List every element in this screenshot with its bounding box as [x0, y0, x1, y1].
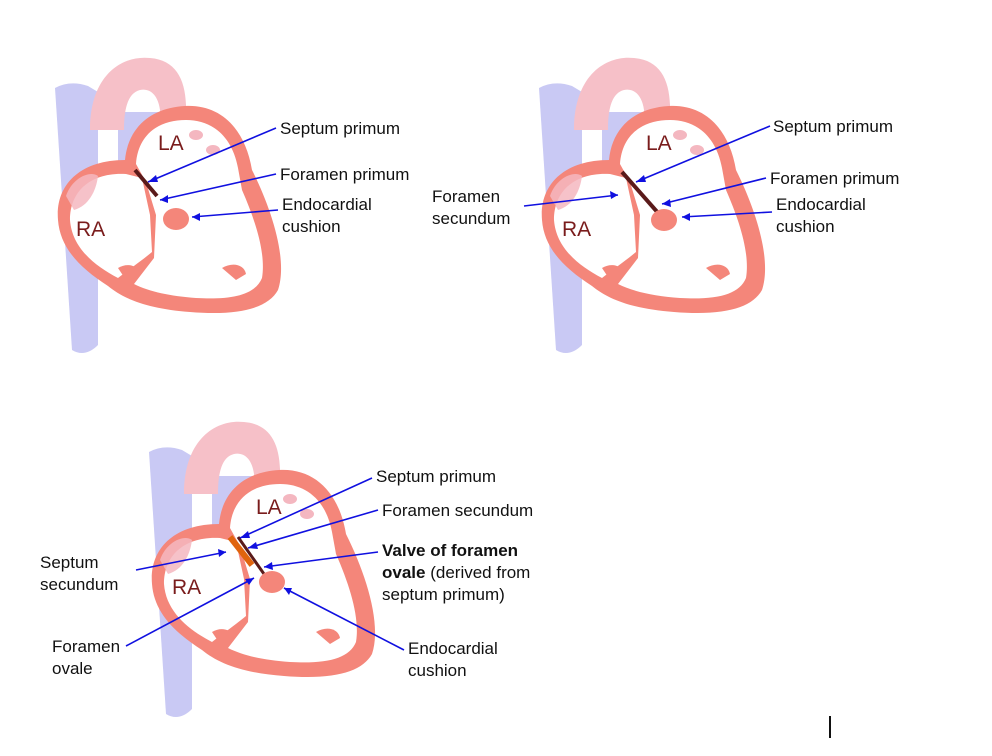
label-valve-3b-bold: ovale	[382, 563, 425, 582]
la-label-3: LA	[256, 496, 282, 519]
label-valve-3c: septum primum)	[382, 585, 505, 604]
ra-label-2: RA	[562, 218, 591, 241]
label-septum-secundum-3a: Septum	[40, 553, 99, 572]
endocardial-cushion-1	[163, 208, 189, 230]
text-cursor	[829, 716, 831, 738]
label-foramen-secundum-2b: secundum	[432, 209, 510, 228]
label-valve-3b-rest: (derived from	[425, 563, 530, 582]
endocardial-cushion-3	[259, 571, 285, 593]
label-foramen-secundum-2a: Foramen	[432, 187, 500, 206]
label-septum-secundum-3b: secundum	[40, 575, 118, 594]
ra-label-3: RA	[172, 576, 201, 599]
endocardial-cushion-2	[651, 209, 677, 231]
label-endocardial-1a: Endocardial	[282, 195, 372, 214]
label-foramen-ovale-3a: Foramen	[52, 637, 120, 656]
label-endocardial-1b: cushion	[282, 217, 341, 236]
label-foramen-primum-1: Foramen primum	[280, 165, 409, 184]
heart-illustration-1	[55, 58, 281, 353]
panel-3: LA RA Septum primum Foramen secundum Val…	[40, 422, 533, 717]
label-endocardial-3b: cushion	[408, 661, 467, 680]
panel-2: LA RA Septum primum Foramen primum Endoc…	[432, 58, 899, 353]
label-foramen-secundum-3: Foramen secundum	[382, 501, 533, 520]
ra-label-1: RA	[76, 218, 105, 241]
label-foramen-primum-2: Foramen primum	[770, 169, 899, 188]
label-septum-primum-2: Septum primum	[773, 117, 893, 136]
la-label-2: LA	[646, 132, 672, 155]
label-valve-3b: ovale (derived from	[382, 563, 530, 582]
label-foramen-ovale-3b: ovale	[52, 659, 93, 678]
label-endocardial-2b: cushion	[776, 217, 835, 236]
label-septum-primum-3: Septum primum	[376, 467, 496, 486]
label-endocardial-2a: Endocardial	[776, 195, 866, 214]
la-label-1: LA	[158, 132, 184, 155]
label-endocardial-3a: Endocardial	[408, 639, 498, 658]
label-valve-3a: Valve of foramen	[382, 541, 518, 560]
label-septum-primum-1: Septum primum	[280, 119, 400, 138]
panel-1: LA RA Septum primum Foramen primum Endoc…	[55, 58, 409, 353]
